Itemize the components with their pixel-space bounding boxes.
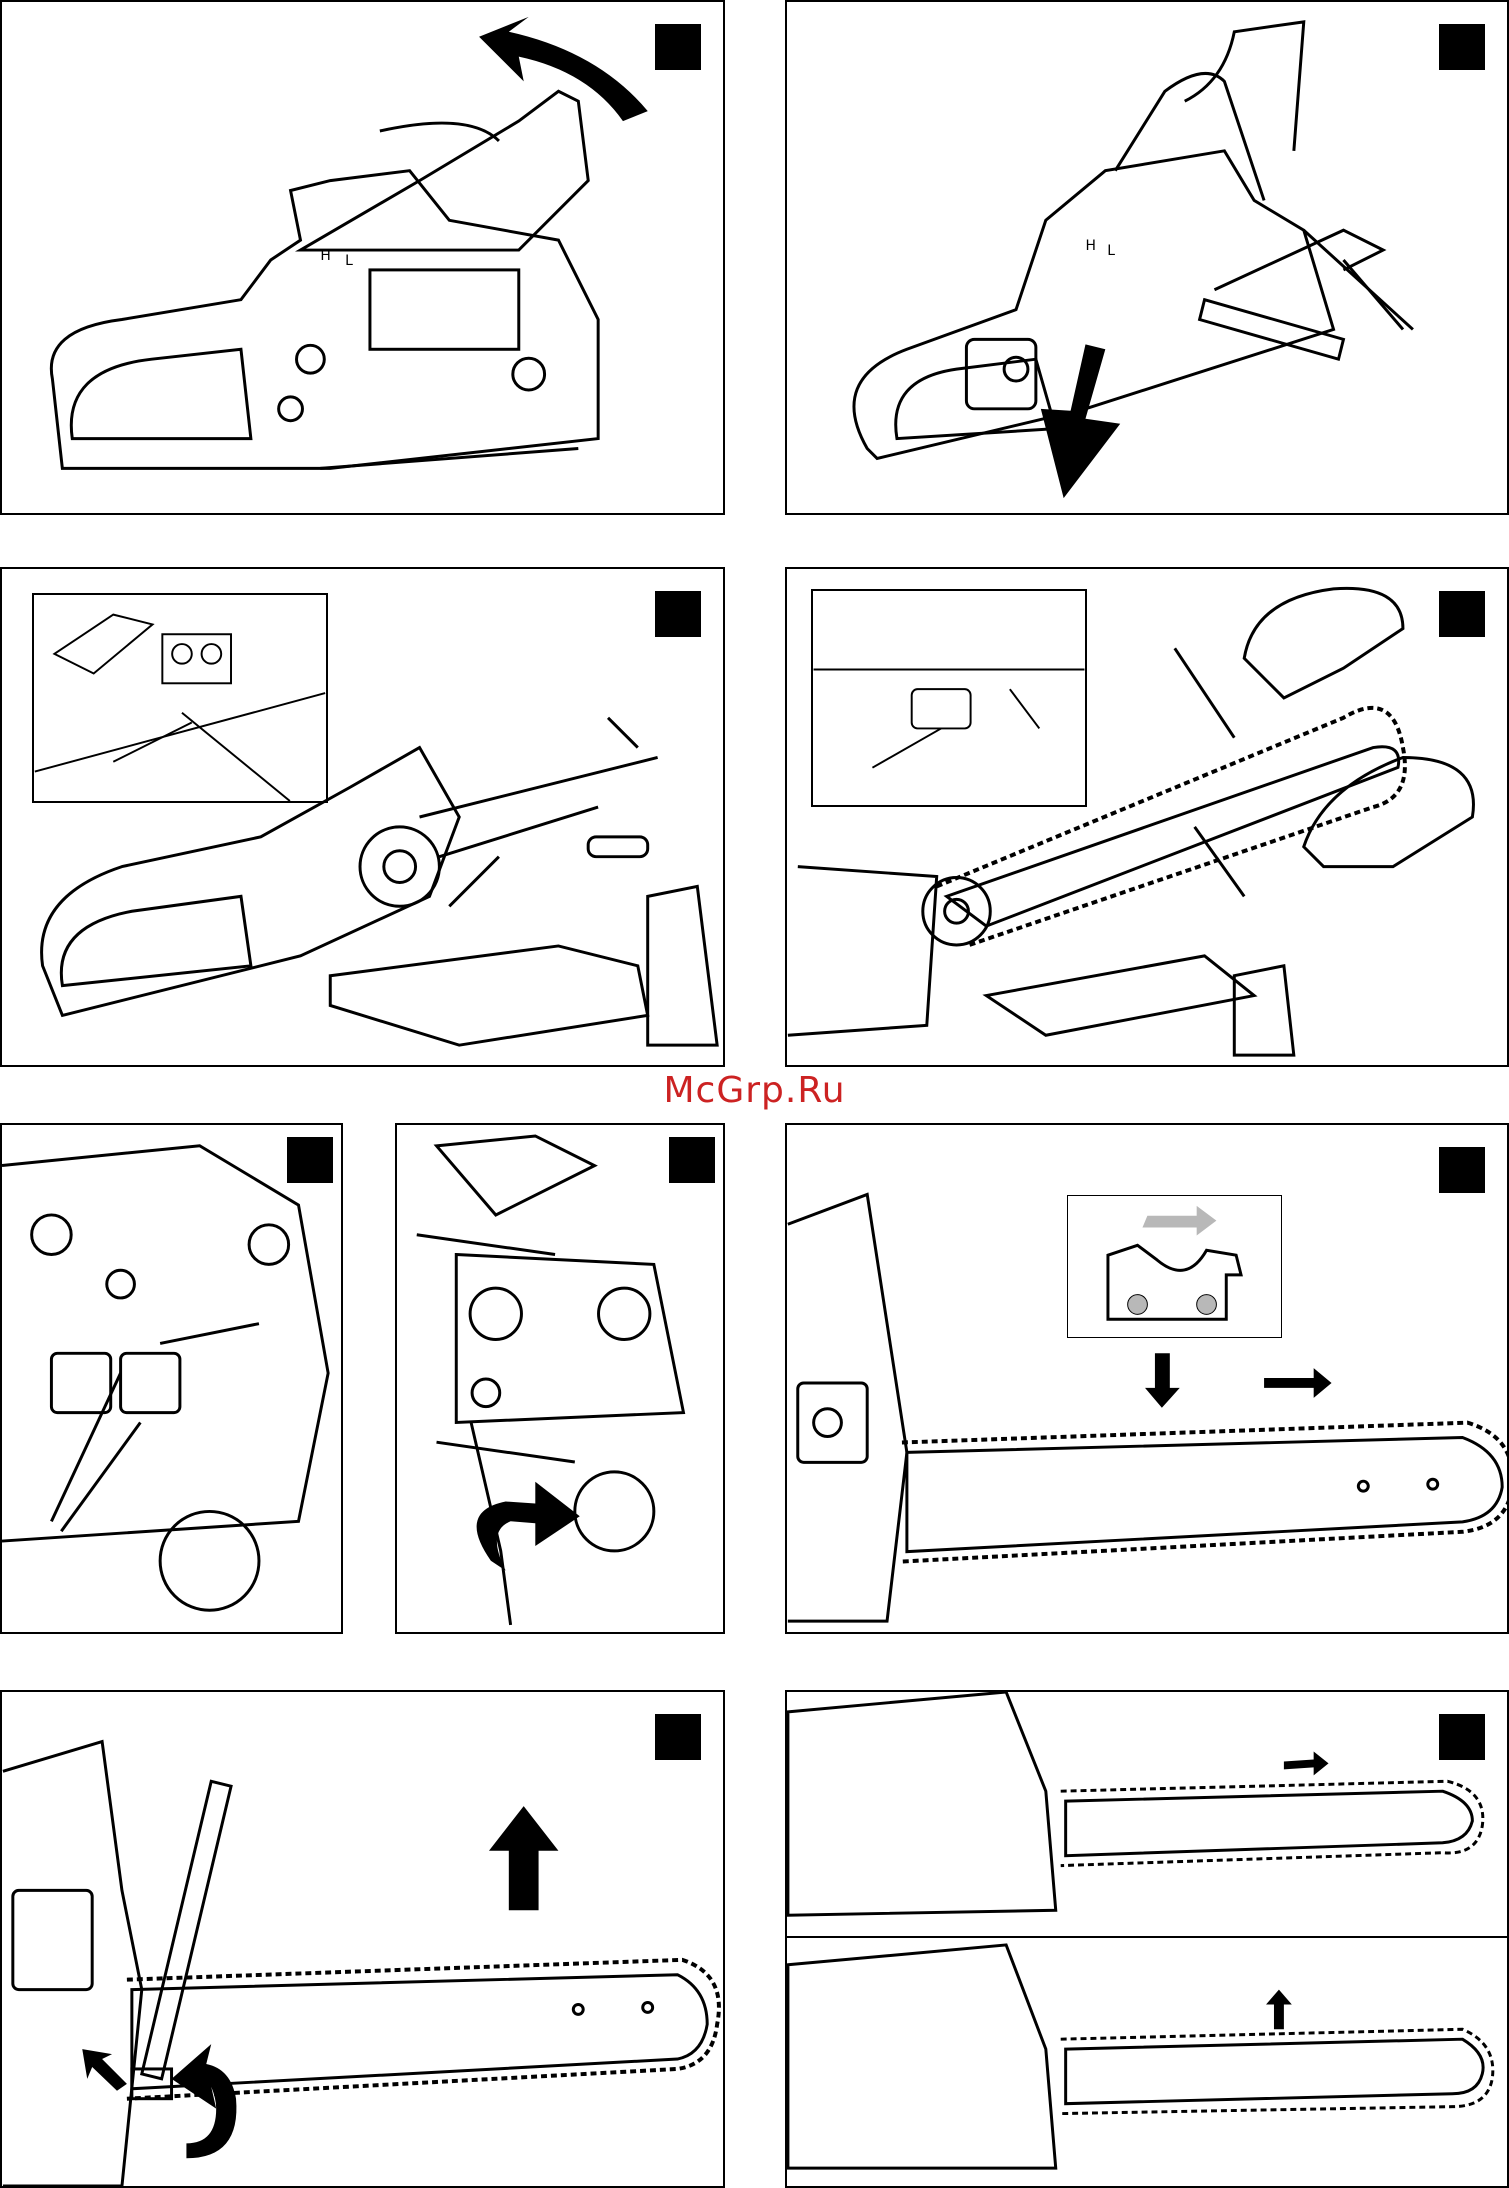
rotate-arrow-icon	[477, 1482, 580, 1571]
throttle-label-h: H	[1085, 238, 1095, 254]
down-arrow-icon	[1145, 1353, 1180, 1408]
step-panel-5	[0, 1123, 343, 1634]
step-panel-1: H L	[0, 0, 725, 515]
watermark: McGrp.Ru	[0, 1070, 1509, 1111]
chainsaw-illustration: H L	[2, 2, 723, 513]
up-arrow-icon	[489, 1806, 558, 1910]
chainsaw-illustration: H L	[787, 2, 1507, 513]
wrench-illustration	[142, 1781, 231, 2079]
up-arrow-icon	[1266, 1990, 1292, 2030]
step-panel-9	[785, 1690, 1509, 2188]
rotate-arrow-icon	[172, 2044, 237, 2158]
bar-nut-detail	[2, 1125, 341, 1632]
step-panel-7	[785, 1123, 1509, 1634]
bar-and-chain-illustration	[787, 569, 1507, 1065]
step-panel-6	[395, 1123, 725, 1634]
bar-and-chain-illustration	[2, 1692, 723, 2186]
rotate-arrow-icon	[479, 17, 648, 121]
throttle-label-h: H	[320, 248, 330, 264]
step-panel-8	[0, 1690, 725, 2188]
step-panel-4	[785, 567, 1509, 1067]
glove-hand-illustration	[1244, 588, 1473, 866]
throttle-label-l: L	[1107, 243, 1115, 259]
right-arrow-icon	[1264, 1368, 1331, 1398]
right-arrow-icon	[1284, 1752, 1329, 1776]
step-panel-3	[0, 567, 725, 1067]
chain-illustration	[937, 708, 1405, 946]
step-panel-2: H L	[785, 0, 1509, 515]
bar-and-chain-illustration	[787, 1125, 1507, 1632]
tensioner-detail	[397, 1125, 723, 1632]
down-arrow-icon	[1041, 344, 1120, 498]
bar-and-chain-illustration	[787, 1692, 1507, 2186]
diagonal-arrow-icon	[82, 2049, 127, 2091]
throttle-label-l: L	[345, 253, 353, 269]
chainsaw-illustration	[2, 569, 723, 1065]
